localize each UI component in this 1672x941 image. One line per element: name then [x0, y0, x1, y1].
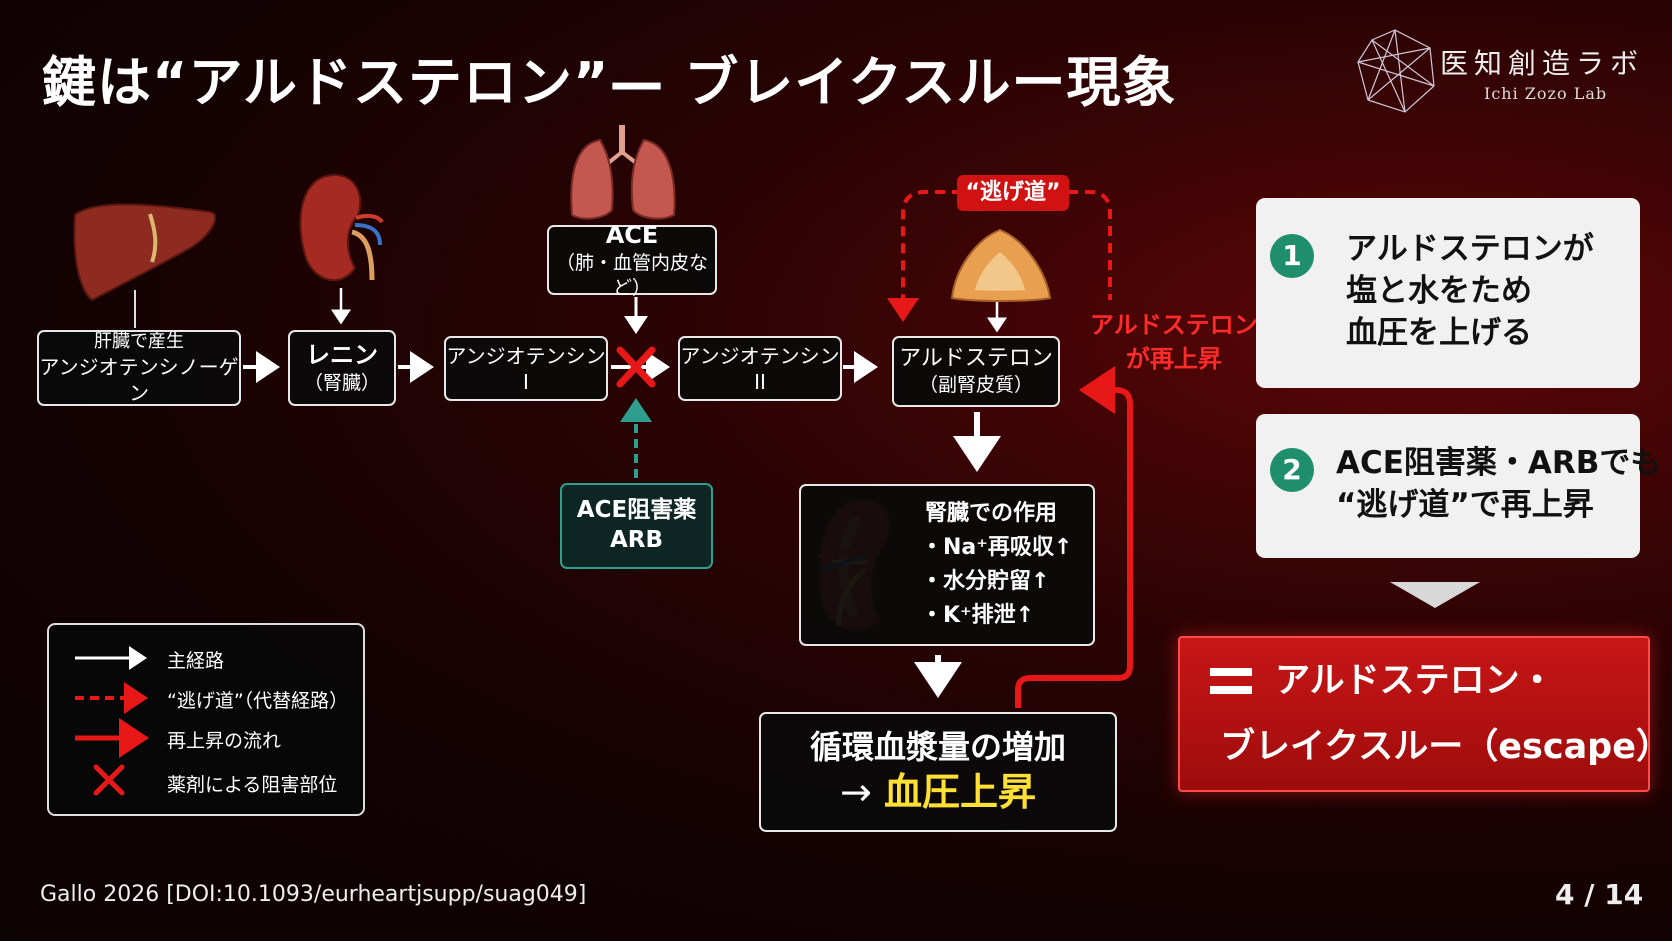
- page-number: 4 / 14: [1555, 878, 1644, 911]
- box-label: （肺・血管内皮など）: [555, 251, 708, 299]
- legend-block-x-icon: [93, 764, 125, 796]
- box-label: アルドステロン: [899, 345, 1053, 371]
- blood-pressure-rise-label: 血圧上昇: [883, 770, 1036, 815]
- lab-logo-icon: [1357, 29, 1435, 113]
- arrow-escape-route: [1068, 190, 1112, 300]
- logo-name-en: Ichi Zozo Lab: [1484, 84, 1608, 103]
- box-label: アンジオテンシンI: [446, 343, 606, 394]
- card-line: アルドステロンが: [1346, 231, 1594, 267]
- legend-item: “逃げ道”（代替経路）: [167, 690, 349, 712]
- aldosterone-re-rise-label: アルドステロン が再上昇: [1090, 308, 1258, 376]
- conclusion-line: アルドステロン・: [1275, 661, 1555, 701]
- kidney-action-item: ・K⁺排泄↑: [921, 603, 1035, 628]
- box-label: 循環血漿量の増加: [809, 727, 1066, 766]
- ace-box: ACE （肺・血管内皮など）: [547, 221, 717, 299]
- legend-swatches: [75, 646, 149, 796]
- number-badge: 2: [1270, 448, 1314, 492]
- card-text: ACE阻害薬・ARBでも “逃げ道”で再上昇: [1336, 442, 1661, 526]
- box-label: アンジオテンシンII: [680, 343, 840, 394]
- angiotensin-2-box: アンジオテンシンII: [678, 336, 842, 401]
- conclusion-box: アルドステロン・ ブレイクスルー（escape）: [1178, 636, 1671, 792]
- box-label: ACE: [605, 220, 659, 249]
- card-text: アルドステロンが 塩と水をため 血圧を上げる: [1346, 228, 1594, 354]
- card-line: ACE阻害薬・ARBでも: [1336, 445, 1662, 481]
- card-line: 塩と水をため: [1346, 273, 1532, 309]
- box-label: レニン: [306, 341, 378, 370]
- citation: Gallo 2026 [DOI:10.1093/eurheartjsupp/su…: [40, 882, 587, 907]
- kidney-action-item: ・Na⁺再吸収↑: [921, 535, 1073, 560]
- liver-icon: [73, 203, 217, 302]
- re-rise-line: が再上昇: [1125, 345, 1222, 373]
- arrow-escape-route: [887, 190, 962, 322]
- box-label: （腎臓）: [303, 372, 380, 395]
- aldosterone-box: アルドステロン （副腎皮質）: [892, 336, 1060, 407]
- kidney-action-box: 腎臓での作用 ・Na⁺再吸収↑ ・水分貯留↑ ・K⁺排泄↑: [799, 484, 1095, 646]
- key-point-card-2: 2 ACE阻害薬・ARBでも “逃げ道”で再上昇: [1256, 414, 1661, 558]
- number-badge: 1: [1270, 234, 1314, 278]
- plasma-volume-box: 循環血漿量の増加 → 血圧上昇: [759, 712, 1117, 832]
- kidney-icon: [299, 173, 384, 282]
- legend-item: 再上昇の流れ: [167, 730, 282, 752]
- kidney-action-title: 腎臓での作用: [925, 501, 1058, 526]
- ace-inhibitor-arb-box: ACE阻害薬 ARB: [560, 483, 713, 569]
- legend-item: 薬剤による阻害部位: [167, 774, 338, 796]
- box-label: 肝臓で産生: [94, 331, 184, 353]
- key-point-card-1: 1 アルドステロンが 塩と水をため 血圧を上げる: [1256, 198, 1640, 388]
- right-arrow-icon: →: [840, 770, 884, 815]
- escape-route-badge: “逃げ道”: [957, 175, 1069, 211]
- renin-box: レニン （腎臓）: [288, 330, 396, 406]
- kidney-action-item: ・水分貯留↑: [921, 569, 1050, 594]
- box-label: （副腎皮質）: [918, 374, 1033, 397]
- equals-icon: [1210, 668, 1252, 696]
- page-title: 鍵は“アルドステロン”— ブレイクスルー現象: [42, 51, 1177, 114]
- legend-item: 主経路: [167, 650, 225, 672]
- adrenal-gland-icon: [950, 228, 1052, 302]
- card-line: “逃げ道”で再上昇: [1336, 487, 1594, 523]
- chevron-down-icon: [1390, 582, 1480, 608]
- card-line: 血圧を上げる: [1346, 315, 1532, 351]
- angiotensinogen-box: 肝臓で産生 アンジオテンシノーゲン: [37, 330, 241, 406]
- arrow-re-rise: [1015, 366, 1133, 708]
- lungs-icon: [570, 125, 676, 220]
- block-x-icon: [616, 346, 656, 388]
- legend: 主経路 “逃げ道”（代替経路） 再上昇の流れ 薬剤による阻害部位: [47, 623, 365, 816]
- logo-name-ja: 医知創造ラボ: [1440, 47, 1645, 80]
- angiotensin-1-box: アンジオテンシンI: [444, 336, 608, 401]
- box-label: ARB: [609, 527, 664, 553]
- conclusion-line: ブレイクスルー（escape）: [1220, 727, 1671, 767]
- re-rise-line: アルドステロン: [1090, 311, 1258, 339]
- box-label: アンジオテンシノーゲン: [39, 354, 239, 405]
- box-label: ACE阻害薬: [576, 497, 697, 524]
